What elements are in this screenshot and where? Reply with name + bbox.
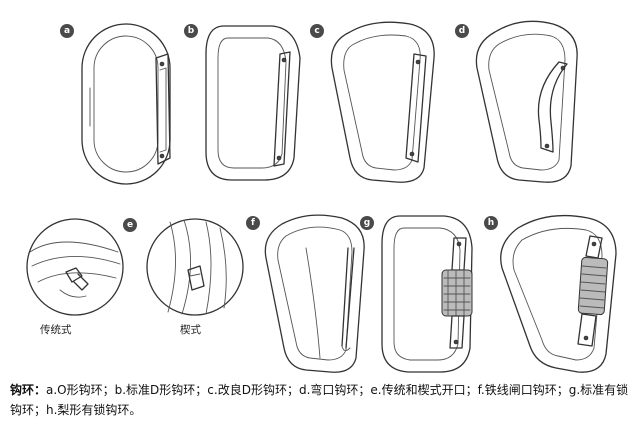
panel-d-label: d (455, 24, 469, 38)
panel-g: g (360, 208, 490, 378)
keylock-gate-label: 楔式 (180, 324, 201, 336)
bent-gate-carabiner-drawing (475, 20, 578, 183)
panel-d: d (455, 18, 595, 188)
caption-title: 钩环： (10, 383, 47, 397)
keylock-gate-detail (146, 218, 244, 316)
modified-d-carabiner-drawing (330, 21, 435, 183)
pear-locking-carabiner-drawing (500, 214, 617, 373)
standard-locking-carabiner-drawing (381, 215, 473, 373)
panel-h-label: h (484, 216, 498, 230)
panel-h: h (478, 208, 628, 378)
panel-f: f (246, 208, 386, 378)
caption-text: a.O形钩环；b.标准D形钩环；c.改良D形钩环；d.弯口钩环；e.传统和楔式开… (10, 383, 629, 417)
figure-caption: 钩环：a.O形钩环；b.标准D形钩环；c.改良D形钩环；d.弯口钩环；e.传统和… (10, 380, 632, 420)
traditional-gate-label: 传统式 (40, 324, 72, 336)
panel-g-label: g (360, 216, 374, 230)
panel-c: c (310, 18, 450, 188)
standard-d-carabiner-drawing (205, 25, 301, 181)
panel-c-label: c (310, 24, 324, 38)
panel-a-label: a (60, 24, 74, 38)
panel-a: a (60, 18, 190, 188)
o-shaped-carabiner-drawing (81, 23, 171, 185)
panel-e-label: e (123, 218, 137, 232)
traditional-gate-detail (26, 218, 124, 316)
panel-f-label: f (246, 216, 260, 230)
panel-b: b (184, 18, 314, 188)
panel-e: e 传统式 楔式 (20, 212, 250, 340)
panel-b-label: b (184, 24, 198, 38)
wire-gate-carabiner-drawing (264, 214, 365, 373)
locking-sleeve (441, 269, 473, 317)
locking-sleeve (577, 256, 609, 316)
gate-nose-detail-drawing (26, 218, 244, 316)
